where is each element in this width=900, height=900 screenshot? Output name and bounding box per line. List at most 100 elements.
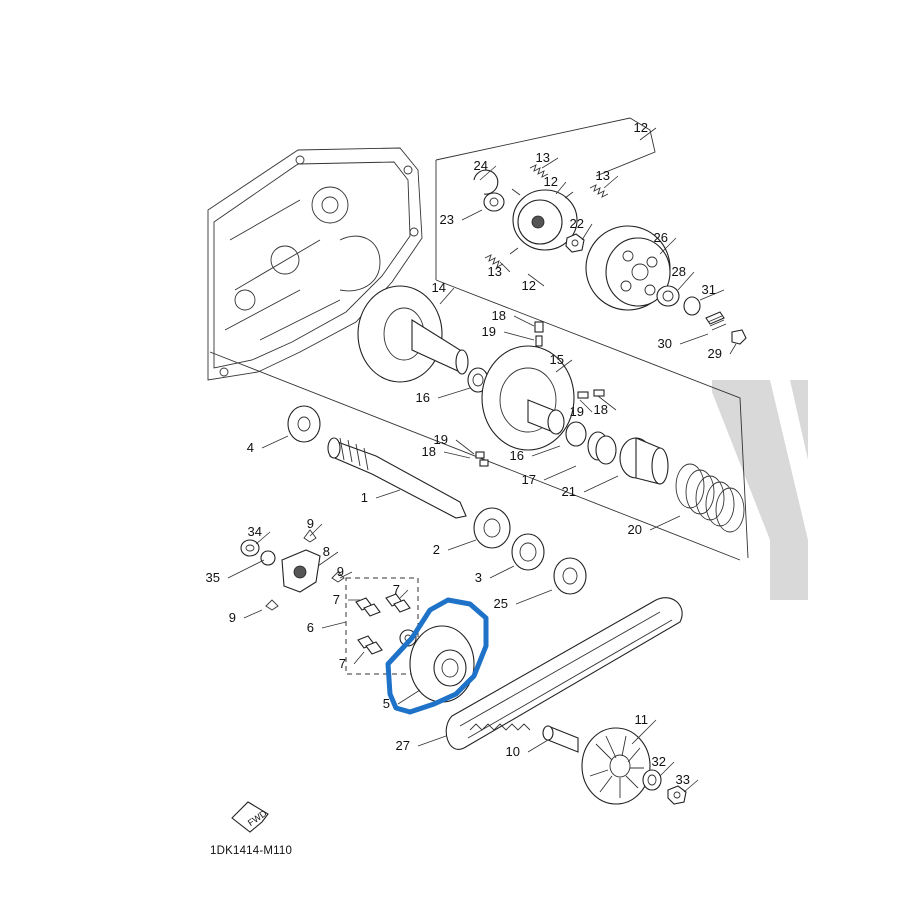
leader-line <box>437 387 471 399</box>
leader-line <box>317 551 339 567</box>
pins-18-19 <box>475 321 605 467</box>
callout-number: 9 <box>229 610 236 625</box>
leader-line <box>443 451 471 459</box>
callout-number: 26 <box>654 230 668 245</box>
leader-line <box>447 539 477 551</box>
leader-line <box>243 609 263 619</box>
drawing-code: 1DK1414-M110 <box>210 845 292 857</box>
callout-number: 5 <box>383 696 390 711</box>
crankcase-cover <box>207 147 423 381</box>
circlip-24 <box>473 169 499 195</box>
callout-number: 21 <box>562 484 576 499</box>
callout-number: 13 <box>536 150 550 165</box>
fwd-arrow-icon: FWD <box>231 801 269 833</box>
callout-number: 34 <box>248 524 262 539</box>
callout-number: 16 <box>510 448 524 463</box>
callout-number: 32 <box>652 754 666 769</box>
callout-number: 20 <box>628 522 642 537</box>
compression-spring-20 <box>675 463 745 533</box>
bearing-4 <box>287 405 321 443</box>
clutch-group-frame <box>209 117 749 561</box>
leader-line <box>631 719 657 745</box>
callout-number: 22 <box>570 216 584 231</box>
leader-line <box>555 359 573 373</box>
callout-number: 12 <box>544 174 558 189</box>
leader-line <box>513 315 535 327</box>
seal-28 <box>656 285 680 307</box>
o-ring-31 <box>683 296 701 316</box>
leader-line <box>397 689 421 705</box>
callout-number: 31 <box>702 282 716 297</box>
leader-line <box>677 271 695 291</box>
callout-number: 24 <box>474 158 488 173</box>
callout-number: 25 <box>494 596 508 611</box>
leader-line <box>455 439 475 455</box>
o-ring-35 <box>260 550 276 566</box>
callout-number: 27 <box>396 738 410 753</box>
clutch-carrier-assembly <box>509 188 578 255</box>
callout-number: 18 <box>594 402 608 417</box>
bolt-29 <box>731 329 747 345</box>
cam-washer-34 <box>240 539 260 557</box>
leader-line <box>417 735 447 747</box>
o-rings-16-17 <box>565 421 617 465</box>
callout-number: 14 <box>432 280 446 295</box>
callout-number: 1 <box>361 490 368 505</box>
callout-number: 7 <box>339 656 346 671</box>
spring-seat-21 <box>619 437 669 485</box>
callout-number: 12 <box>522 278 536 293</box>
callout-number: 6 <box>307 620 314 635</box>
callout-number: 12 <box>634 120 648 135</box>
leader-line <box>699 289 725 301</box>
leader-line <box>227 559 265 579</box>
callout-number: 8 <box>323 544 330 559</box>
bearing-2 <box>473 507 511 549</box>
secondary-sliding-sheave <box>481 345 575 451</box>
watermark-glyph <box>712 380 808 600</box>
callout-number: 9 <box>337 564 344 579</box>
leader-line <box>399 589 409 599</box>
callout-labels: 1234567778999101112121213131314151616171… <box>206 120 737 793</box>
seal-3 <box>511 533 545 571</box>
callout-number: 7 <box>393 582 400 597</box>
leader-line <box>639 127 657 141</box>
callout-number: 16 <box>416 390 430 405</box>
callout-number: 29 <box>708 346 722 361</box>
leader-line <box>541 157 559 169</box>
callout-number: 33 <box>676 772 690 787</box>
leader-line <box>659 761 675 777</box>
collar-10 <box>542 725 579 753</box>
leader-line <box>321 621 347 629</box>
leader-line <box>729 343 737 355</box>
leader-line <box>515 589 553 605</box>
callout-number: 35 <box>206 570 220 585</box>
primary-sliding-sheave-5 <box>409 625 475 703</box>
spring-30 <box>705 311 727 331</box>
weight-rollers-7 <box>355 593 411 655</box>
callout-number: 19 <box>434 432 448 447</box>
weight-roller-kit-6-frame <box>345 577 419 675</box>
leader-line <box>597 395 617 411</box>
leader-line <box>353 651 365 665</box>
clutch-housing <box>585 225 671 311</box>
bearing-25 <box>553 557 587 595</box>
leader-line <box>489 565 515 579</box>
leader-line <box>603 175 619 189</box>
leader-line <box>309 523 323 537</box>
leader-line <box>527 739 549 753</box>
callout-number: 18 <box>422 444 436 459</box>
leader-line <box>583 475 619 493</box>
callout-number: 4 <box>247 440 254 455</box>
leader-line <box>503 331 535 341</box>
primary-drive-shaft <box>327 437 467 519</box>
primary-fixed-sheave-fan-11 <box>581 727 651 805</box>
leader-line <box>579 399 593 413</box>
secondary-fixed-sheave <box>357 285 469 383</box>
callout-number: 28 <box>672 264 686 279</box>
leader-line <box>261 435 289 449</box>
clutch-springs <box>484 164 609 268</box>
leader-line <box>683 779 699 793</box>
leader-line <box>679 333 709 345</box>
leader-line <box>555 181 567 195</box>
